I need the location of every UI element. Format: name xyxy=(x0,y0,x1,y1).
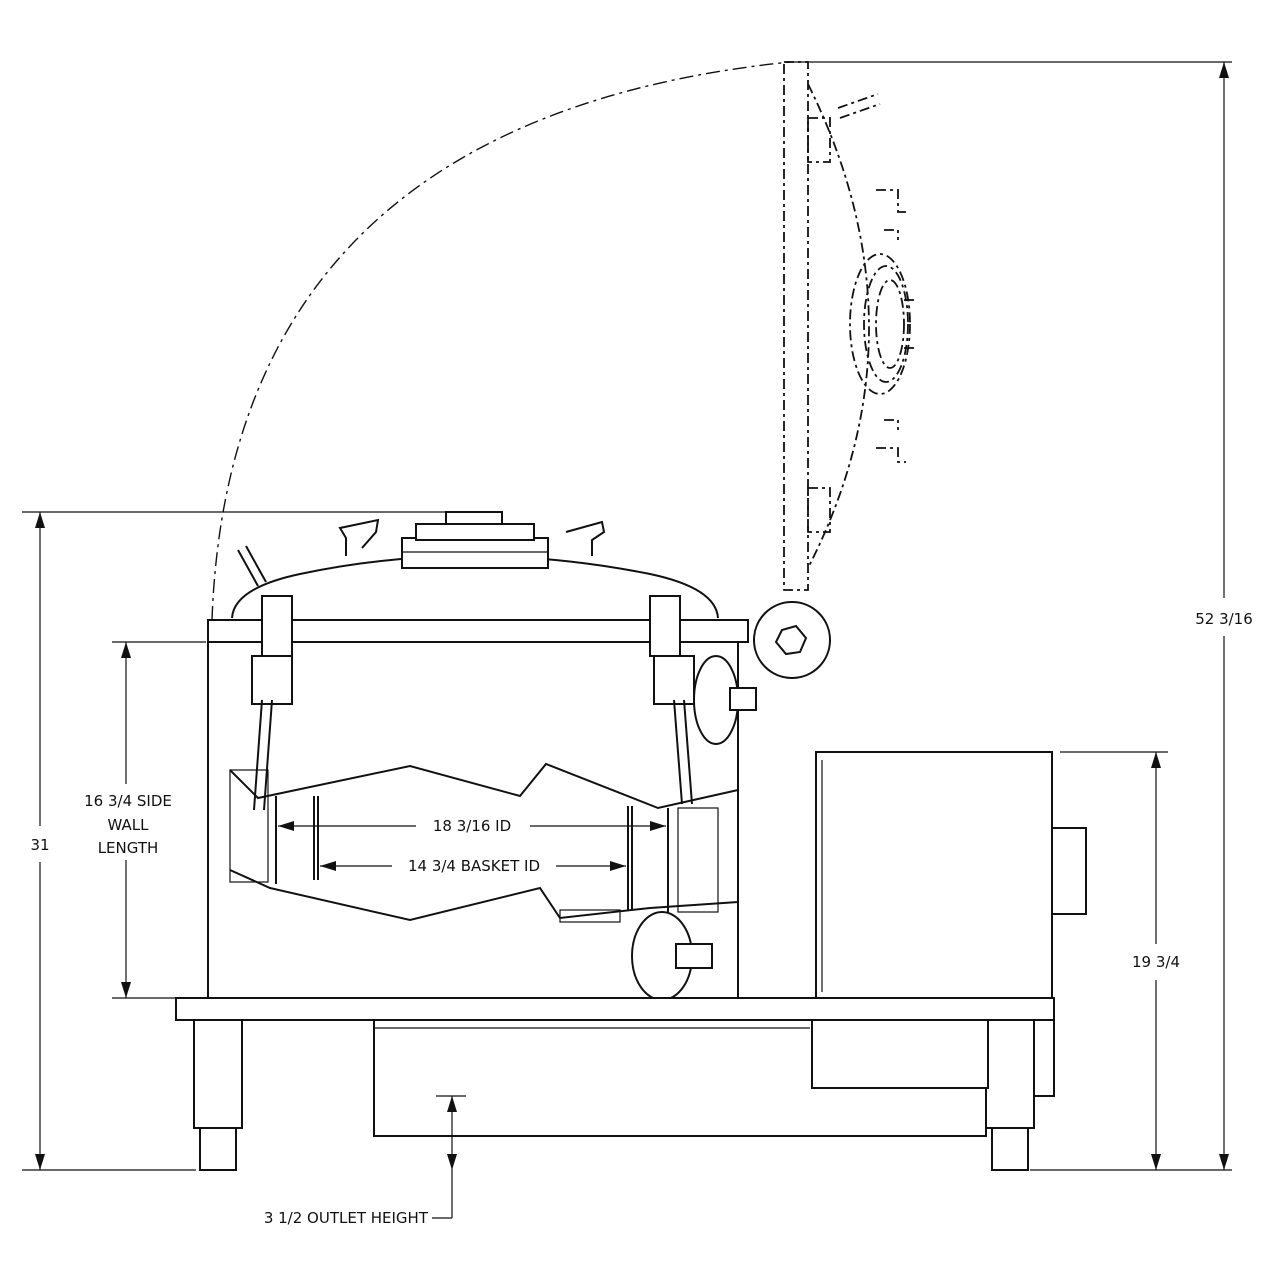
overall-height-label: 52 3/16 xyxy=(1195,610,1253,628)
lid-hinge xyxy=(753,601,831,679)
dimension-chamber-id: 18 3/16 ID xyxy=(278,817,666,835)
base-frame xyxy=(175,997,1055,1171)
lid-swing-arc xyxy=(211,61,791,621)
side-wall-label-line3: LENGTH xyxy=(98,839,159,857)
basket-id-label: 14 3/4 BASKET ID xyxy=(408,857,540,875)
chamber-id-label: 18 3/16 ID xyxy=(433,817,511,835)
dimension-side-wall: 16 3/4 SIDE WALL LENGTH xyxy=(84,641,206,999)
side-wall-label-line2: WALL xyxy=(108,816,150,834)
chamber xyxy=(207,511,757,1001)
motor-height-label: 19 3/4 xyxy=(1132,953,1180,971)
motor-housing xyxy=(811,751,1087,1097)
side-wall-label-line1: 16 3/4 SIDE xyxy=(84,792,172,810)
dimension-closed-height: 31 xyxy=(22,511,470,1171)
outlet-height-label: 3 1/2 OUTLET HEIGHT xyxy=(264,1209,429,1227)
dimension-basket-id: 14 3/4 BASKET ID xyxy=(320,857,626,875)
dimension-overall-height: 52 3/16 xyxy=(786,61,1253,1171)
open-lid-phantom xyxy=(783,61,914,591)
dimension-outlet-height: 3 1/2 OUTLET HEIGHT xyxy=(264,1095,466,1227)
closed-height-label: 31 xyxy=(30,836,49,854)
dimension-motor-height: 19 3/4 xyxy=(1060,751,1180,1170)
